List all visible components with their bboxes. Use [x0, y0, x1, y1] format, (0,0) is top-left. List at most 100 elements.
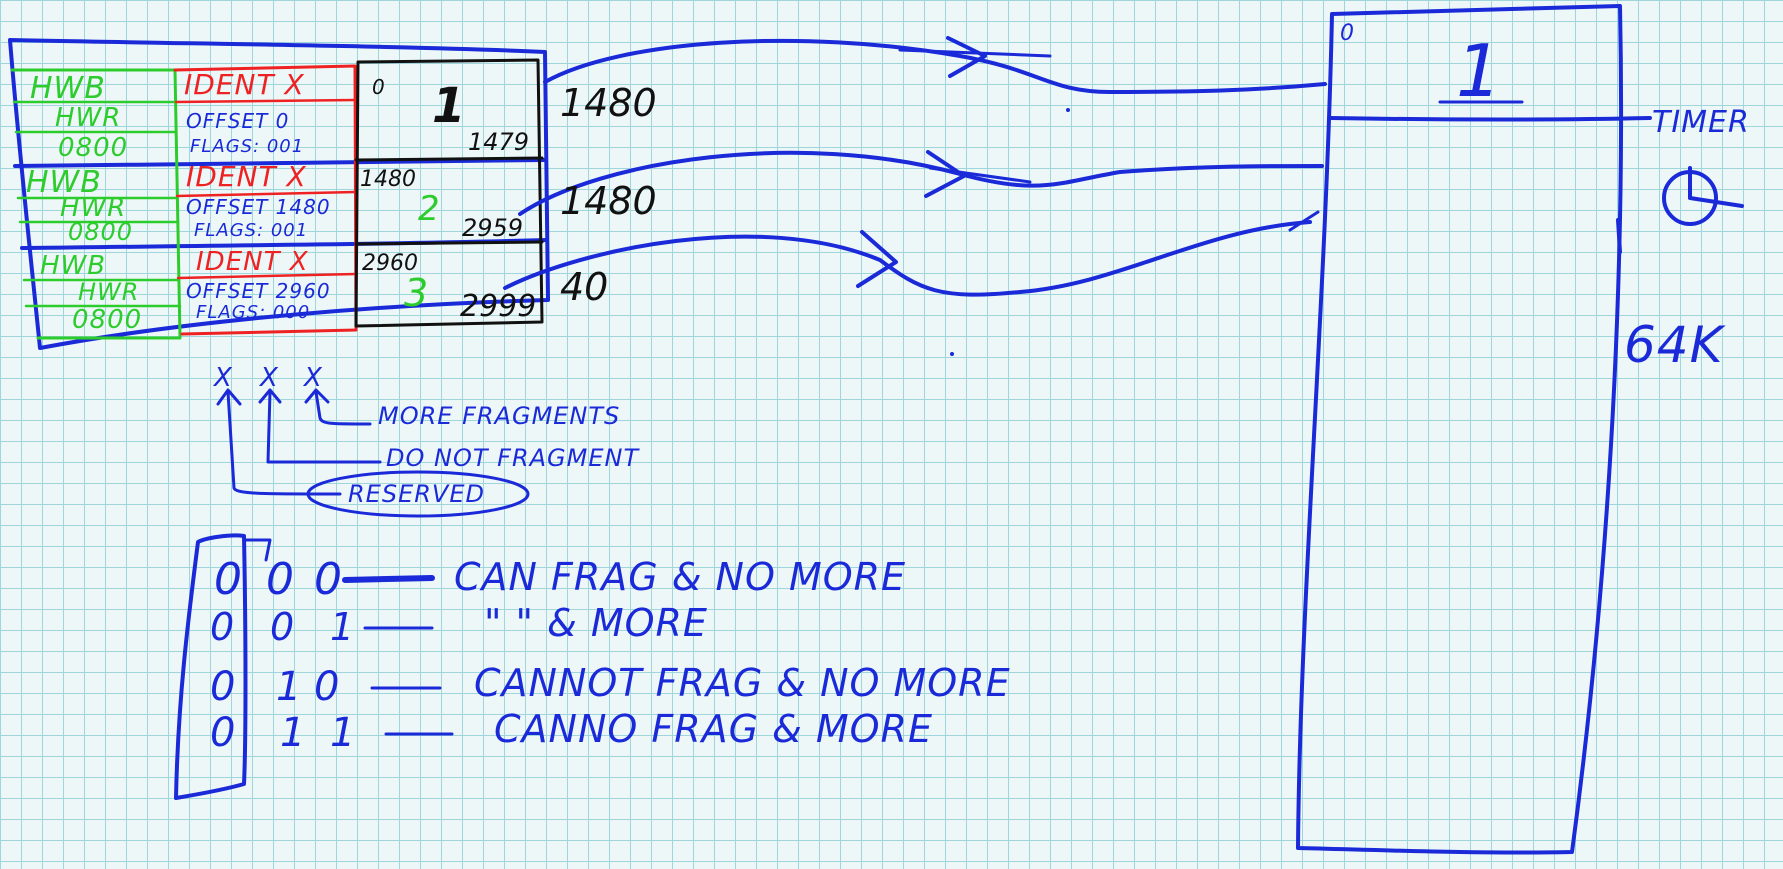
- bit-2: 0: [314, 664, 340, 710]
- fragment-2-size: 1480: [560, 179, 657, 223]
- fragment-3-start: 2960: [362, 251, 418, 276]
- fragment-2-hwb: HWB: [26, 165, 102, 200]
- truth-table-inner-line: [242, 538, 272, 562]
- fragment-2: HWB HWR 0800 IDENT X OFFSET 1480 FLAGS: …: [26, 160, 657, 246]
- fragment-3-arrow: [503, 220, 1312, 297]
- truth-table-row: 0 0 1 " " & MORE: [210, 601, 708, 649]
- truth-meaning: CANNOT FRAG & NO MORE: [474, 661, 1011, 705]
- fragment-3-flags: FLAGS: 000: [196, 302, 310, 323]
- buffer-right-tick: [1616, 218, 1622, 254]
- more-fragments-label: MORE FRAGMENTS: [378, 402, 620, 430]
- fragment-2-hwr: HWR: [60, 193, 126, 223]
- buffer-origin: 0: [1340, 21, 1354, 46]
- flag-mark-reserved: X: [212, 363, 233, 393]
- buffer-size-label: 64K: [1624, 316, 1727, 374]
- fragment-2-ethertype: 0800: [68, 218, 133, 246]
- truth-table-row: 0 1 0 CANNOT FRAG & NO MORE: [210, 661, 1011, 710]
- fragment-1-hwr: HWR: [55, 103, 121, 133]
- fragment-1-ethertype: 0800: [58, 133, 128, 163]
- buffer-header-line: [1328, 116, 1652, 122]
- truth-table-row: 0 1 1 CANNO FRAG & MORE: [210, 707, 933, 756]
- reserved-circle: [306, 470, 530, 518]
- reassembly-buffer-box: [1296, 4, 1624, 855]
- fragment-2-offset: OFFSET 1480: [186, 195, 331, 219]
- stray-dot: [950, 352, 954, 356]
- fragment-1: HWB HWR 0800 IDENT X OFFSET 0 FLAGS: 001…: [30, 68, 657, 163]
- red-row-line: [175, 190, 358, 198]
- fragment-2-arrow: [518, 150, 1324, 216]
- fragment-2-end: 2959: [462, 214, 523, 242]
- red-row-line: [174, 98, 357, 104]
- fragment-1-start: 0: [372, 75, 385, 99]
- fragment-2-arrow-tick: [928, 166, 1032, 184]
- bit-0: 0: [210, 605, 235, 649]
- fragment-3-ethertype: 0800: [72, 305, 142, 335]
- red-row-line: [176, 272, 358, 280]
- fragment-3: HWB HWR 0800 IDENT X OFFSET 2960 FLAGS: …: [40, 247, 608, 335]
- bit-1: 1: [280, 710, 306, 756]
- fragment-3-size: 40: [560, 265, 608, 309]
- fragment-1-number: 1: [432, 78, 465, 134]
- more-fragments-arrowhead: [304, 388, 330, 404]
- buffer-number: 1: [1456, 29, 1502, 113]
- fragment-3-arrow-tick: [1288, 210, 1320, 232]
- do-not-fragment-arrowhead: [258, 388, 282, 404]
- fragment-1-end: 1479: [468, 128, 529, 156]
- fragment-3-end: 2999: [460, 289, 536, 324]
- flag-mark-more-fragments: X: [302, 363, 323, 393]
- fragment-3-hwb: HWB: [40, 251, 106, 281]
- fragment-3-arrowhead: [856, 230, 898, 288]
- fragment-2-flags: FLAGS: 001: [194, 220, 308, 241]
- bit-0: 0: [210, 710, 236, 756]
- bit-2: 0: [314, 554, 343, 605]
- truth-meaning: " " & MORE: [484, 601, 708, 645]
- bit-1: 0: [270, 605, 295, 649]
- flag-bits-legend: X X X MORE FRAGMENTS DO NOT FRAGMENT RES…: [212, 363, 640, 508]
- reserved-pointer: [226, 390, 342, 496]
- reserved-arrowhead: [216, 388, 242, 406]
- fragment-3-hwr: HWR: [78, 278, 139, 306]
- bit-2: 1: [330, 605, 355, 649]
- do-not-fragment-label: DO NOT FRAGMENT: [386, 444, 640, 472]
- truth-meaning: CAN FRAG & NO MORE: [454, 555, 906, 599]
- fragment-1-hwb: HWB: [30, 71, 106, 106]
- truth-table-row: 0 0 0 CAN FRAG & NO MORE: [214, 554, 906, 605]
- data-row-line: [354, 240, 544, 246]
- reserved-label: RESERVED: [348, 480, 485, 508]
- fragment-2-number: 2: [418, 189, 440, 229]
- data-row-line: [354, 156, 544, 162]
- truth-table-dash: [342, 575, 435, 583]
- fragment-1-flags: FLAGS: 001: [190, 136, 304, 157]
- stray-dot: [1066, 108, 1070, 112]
- bit-1: 0: [266, 554, 295, 605]
- more-fragments-pointer: [314, 390, 372, 426]
- bit-2: 1: [330, 710, 356, 756]
- bit-0: 0: [210, 664, 236, 710]
- fragment-2-start: 1480: [360, 167, 416, 192]
- flag-mark-dont-fragment: X: [258, 363, 279, 393]
- fragment-1-arrow: [543, 38, 1327, 94]
- fragment-2-ident: IDENT X: [186, 160, 307, 193]
- do-not-fragment-pointer: [266, 390, 382, 464]
- timer-icon: [1662, 166, 1744, 226]
- reassembly-buffer-labels: 0 1 TIMER 64K: [1340, 21, 1750, 374]
- truth-meaning: CANNO FRAG & MORE: [494, 707, 933, 751]
- fragment-3-ident: IDENT X: [196, 247, 309, 277]
- fragments-outer-frame: [8, 38, 550, 350]
- timer-label: TIMER: [1652, 105, 1750, 140]
- fragment-3-offset: OFFSET 2960: [186, 279, 331, 303]
- bit-0: 0: [214, 554, 243, 605]
- fragment-1-offset: OFFSET 0: [186, 109, 289, 133]
- fragment-1-arrowhead: [946, 36, 987, 78]
- bit-1: 1: [276, 664, 302, 710]
- fragment-1-size: 1480: [560, 81, 657, 125]
- fragment-1-arrow-tick: [898, 48, 1052, 58]
- data-column-frame: [354, 58, 544, 328]
- fragment-divider-1: [13, 158, 548, 168]
- fragment-2-arrowhead: [924, 150, 966, 198]
- flags-truth-table: 0 0 0 CAN FRAG & NO MORE 0 0 1 " " & MOR…: [210, 554, 1011, 756]
- green-column-frame: [10, 68, 182, 340]
- fragment-1-ident: IDENT X: [184, 68, 305, 101]
- truth-table-frame: [174, 533, 248, 800]
